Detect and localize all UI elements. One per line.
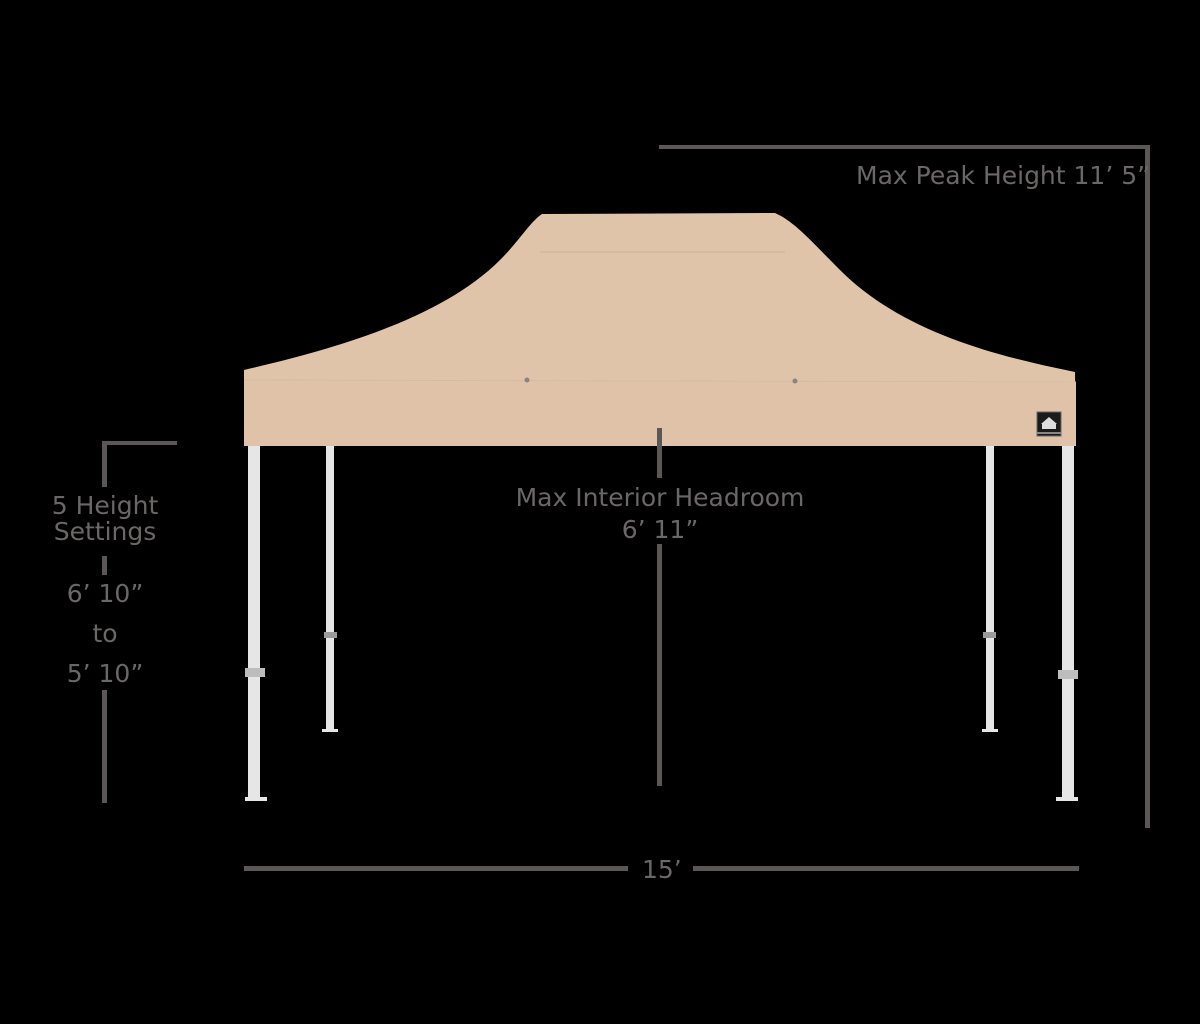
width-line-right	[693, 866, 1079, 871]
height-settings-top-line	[102, 441, 177, 445]
width-label: 15’	[642, 855, 682, 884]
height-settings-line-c	[102, 690, 107, 803]
house-logo-icon	[1036, 411, 1062, 437]
height-range-to: to	[92, 619, 118, 648]
headroom-line-bottom	[657, 544, 662, 786]
peak-height-vertical-line	[1145, 145, 1150, 828]
height-settings-line1: 5 Height	[51, 491, 159, 520]
height-range-bottom: 5’ 10”	[66, 659, 144, 688]
interior-headroom-line2: 6’ 11”	[621, 515, 699, 544]
height-settings-line-a	[102, 441, 107, 487]
height-settings-line-b	[102, 556, 107, 575]
height-range-top: 6’ 10”	[66, 579, 144, 608]
interior-headroom-line1: Max Interior Headroom	[515, 483, 805, 512]
headroom-line-top	[657, 428, 662, 478]
height-settings-line2: Settings	[53, 517, 157, 546]
peak-height-top-line	[659, 145, 1150, 149]
tent-legs	[245, 446, 1078, 801]
width-line-left	[244, 866, 628, 871]
height-settings-label: 5 Height Settings	[30, 493, 180, 545]
max-peak-height-label: Max Peak Height 11’ 5”	[856, 161, 1151, 190]
interior-headroom-label: Max Interior Headroom 6’ 11”	[480, 482, 840, 546]
